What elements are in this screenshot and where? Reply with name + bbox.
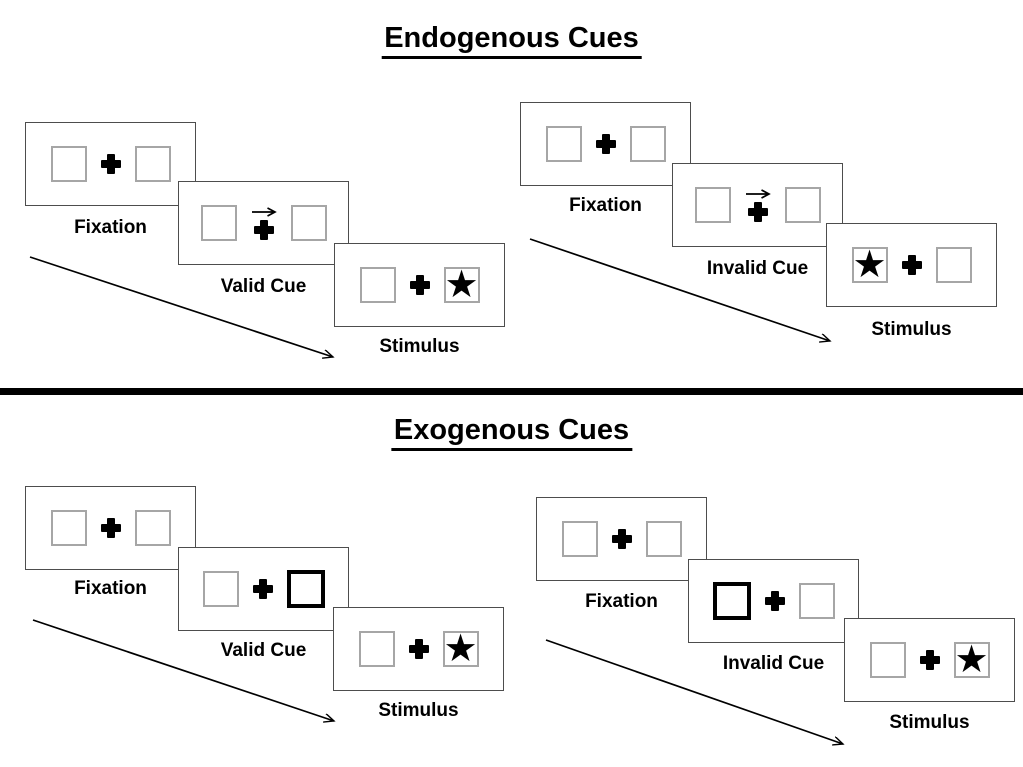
panel-label: Invalid Cue xyxy=(706,258,809,279)
section-title-exogenous: Exogenous Cues xyxy=(390,414,633,451)
placeholder-box-right xyxy=(629,126,666,162)
star-stimulus-icon: ★ xyxy=(443,628,478,670)
fixation-cross-unit xyxy=(919,650,940,670)
invalid-cue-panel xyxy=(672,163,843,247)
fixation-cross-unit xyxy=(611,529,632,549)
timeline-arrow-exogenous-valid xyxy=(32,619,334,721)
placeholder-box-right xyxy=(935,247,972,283)
valid-cue-panel xyxy=(178,547,349,631)
timeline-arrow-exogenous-invalid xyxy=(545,639,843,744)
fixation-cross-icon xyxy=(409,275,430,295)
stimulus-panel: ★ xyxy=(333,607,504,691)
placeholder-box-left xyxy=(359,267,396,303)
fixation-cross-unit xyxy=(100,518,121,538)
fixation-cross-unit xyxy=(764,591,785,611)
fixation-cross-unit xyxy=(251,206,277,240)
fixation-cross-icon xyxy=(100,518,121,538)
placeholder-box-left xyxy=(694,187,731,223)
placeholder-box-left xyxy=(358,631,395,667)
fixation-cross-unit xyxy=(901,255,922,275)
target-box-right: ★ xyxy=(442,628,479,670)
placeholder-box-right xyxy=(290,205,327,241)
section-title-endogenous: Endogenous Cues xyxy=(381,22,642,59)
target-box-right: ★ xyxy=(443,264,480,306)
fixation-panel xyxy=(25,122,196,206)
panel-label: Fixation xyxy=(74,578,147,599)
fixation-cross-icon xyxy=(253,219,274,240)
fixation-cross-icon xyxy=(764,591,785,611)
fixation-cross-unit xyxy=(745,188,771,222)
highlight-cue-box-left xyxy=(712,582,751,620)
panel-label: Fixation xyxy=(569,195,642,216)
highlight-cue-box-right xyxy=(286,570,325,608)
fixation-panel xyxy=(536,497,707,581)
fixation-cross-icon xyxy=(611,529,632,549)
placeholder-box-right xyxy=(784,187,821,223)
placeholder-box-left xyxy=(50,146,87,182)
timeline-arrow-endogenous-valid xyxy=(29,256,333,357)
fixation-cross-unit xyxy=(409,275,430,295)
panel-label: Stimulus xyxy=(889,712,970,733)
fixation-cross-icon xyxy=(100,154,121,174)
placeholder-box-right xyxy=(134,146,171,182)
fixation-cross-unit xyxy=(252,579,273,599)
fixation-cross-icon xyxy=(595,134,616,154)
placeholder-box-left xyxy=(50,510,87,546)
invalid-cue-panel xyxy=(688,559,859,643)
fixation-cross-unit xyxy=(100,154,121,174)
fixation-cross-icon xyxy=(252,579,273,599)
placeholder-box-right xyxy=(645,521,682,557)
target-box-left: ★ xyxy=(851,244,888,286)
panel-label: Stimulus xyxy=(378,700,459,721)
fixation-cross-icon xyxy=(901,255,922,275)
timeline-arrow-endogenous-invalid xyxy=(529,238,830,341)
placeholder-box-left xyxy=(200,205,237,241)
panel-label: Valid Cue xyxy=(220,640,307,661)
panel-label: Stimulus xyxy=(871,319,952,340)
stimulus-panel: ★ xyxy=(826,223,997,307)
placeholder-box-right xyxy=(798,583,835,619)
fixation-cross-icon xyxy=(747,201,768,222)
fixation-cross-unit xyxy=(595,134,616,154)
placeholder-box-left xyxy=(869,642,906,678)
panel-label: Fixation xyxy=(585,591,658,612)
panel-label: Invalid Cue xyxy=(722,653,825,674)
fixation-panel xyxy=(520,102,691,186)
fixation-cross-icon xyxy=(919,650,940,670)
placeholder-box-left xyxy=(561,521,598,557)
target-box-right: ★ xyxy=(953,639,990,681)
placeholder-box-right xyxy=(134,510,171,546)
cue-direction-arrow-icon xyxy=(745,188,771,199)
valid-cue-panel xyxy=(178,181,349,265)
panel-label: Stimulus xyxy=(379,336,460,357)
panel-label: Fixation xyxy=(74,217,147,238)
star-stimulus-icon: ★ xyxy=(954,639,989,681)
star-stimulus-icon: ★ xyxy=(444,264,479,306)
stimulus-panel: ★ xyxy=(334,243,505,327)
placeholder-box-left xyxy=(545,126,582,162)
star-stimulus-icon: ★ xyxy=(852,244,887,286)
stimulus-panel: ★ xyxy=(844,618,1015,702)
fixation-cross-icon xyxy=(408,639,429,659)
section-divider xyxy=(0,388,1023,395)
placeholder-box-left xyxy=(202,571,239,607)
fixation-cross-unit xyxy=(408,639,429,659)
fixation-panel xyxy=(25,486,196,570)
cue-direction-arrow-icon xyxy=(251,206,277,217)
panel-label: Valid Cue xyxy=(220,276,307,297)
